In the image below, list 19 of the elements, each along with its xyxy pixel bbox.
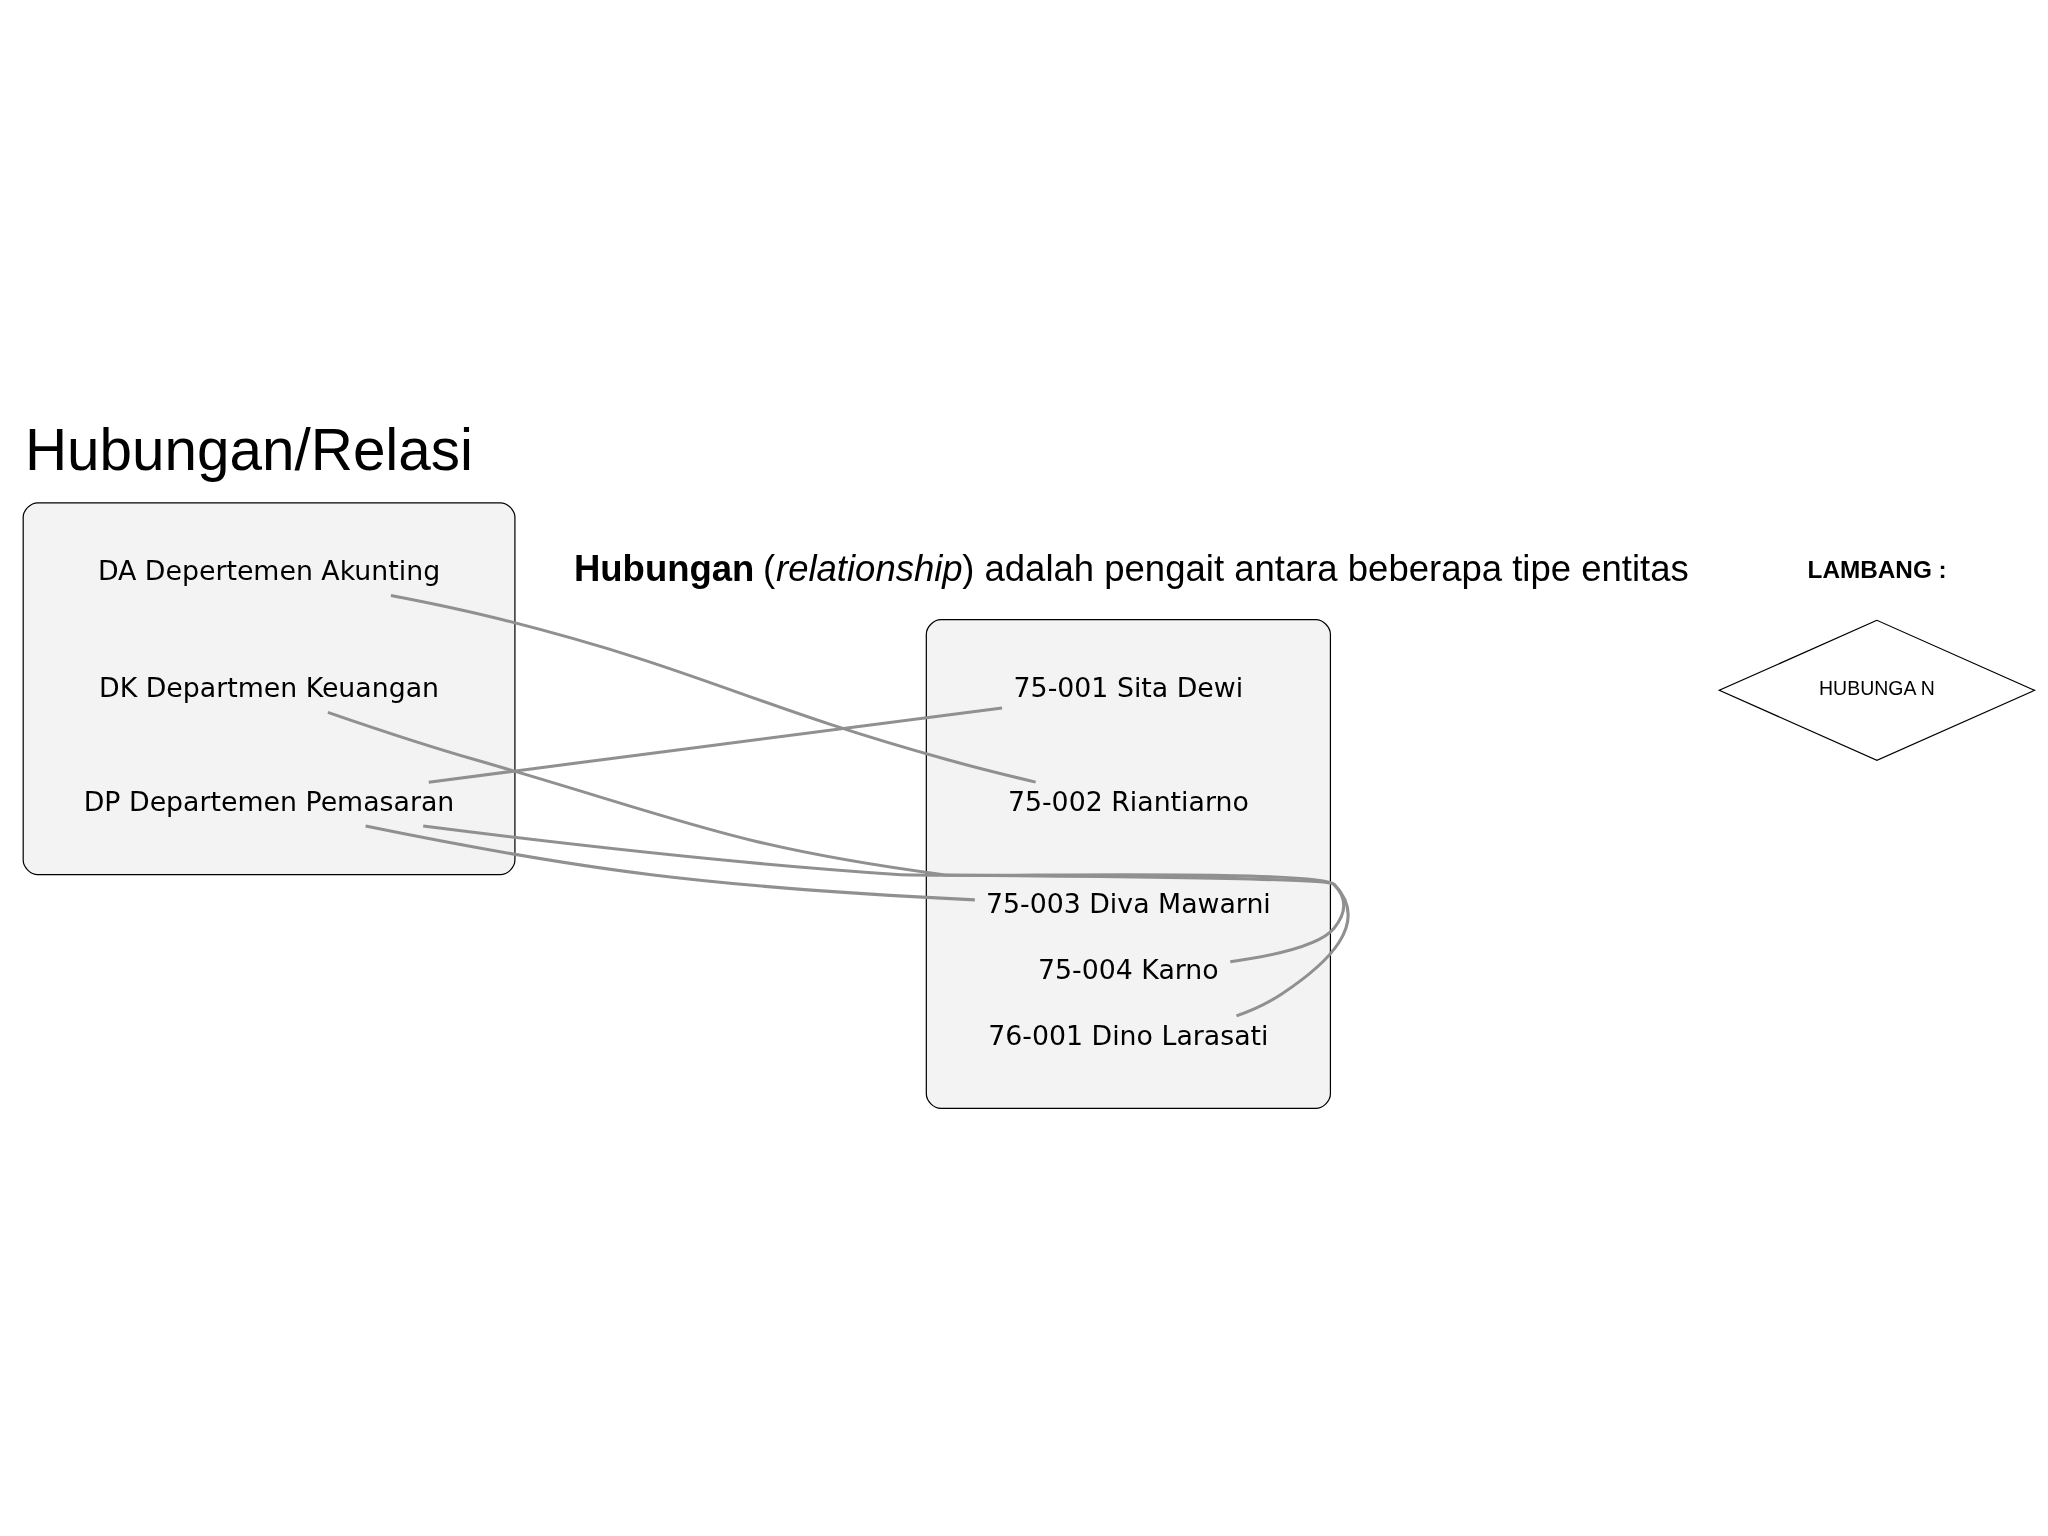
node-text: DA Depertemen Akunting [97,554,441,586]
node-label: LAMBANG : [1807,555,1947,583]
label: Hubungan (relationship) adalah pengait antara beberapa tipe entitas [573,547,1689,589]
node-text: 75-002 Riantiarno [1007,785,1249,817]
cluster [22,501,516,875]
node-diamond: HUBUNGA N [1717,619,2037,761]
node-text: 75-003 Diva Mawarni [985,887,1271,919]
node-text: DP Departemen Pemasaran [83,785,455,817]
diagram-title: Hubungan/Relasi [24,416,474,482]
node-text: DK Departmen Keuangan [99,671,440,703]
node-text: 76-001 Dino Larasati [988,1019,1269,1051]
node-text: 75-001 Sita Dewi [1013,671,1244,703]
node-text: 75-004 Karno [1038,953,1219,985]
connector [327,710,1346,963]
connector [423,824,1349,1017]
connector [428,705,1003,784]
cluster [925,618,1332,1109]
connector [390,593,1036,784]
connector [365,824,975,901]
